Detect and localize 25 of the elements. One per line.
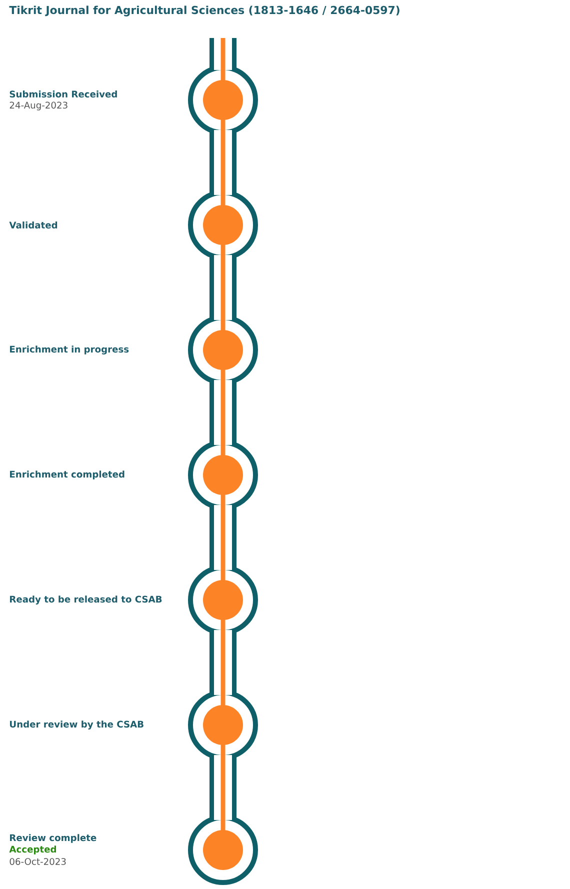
- journal-title: Tikrit Journal for Agricultural Sciences (1813-1646 / 2664-0597): [9, 6, 400, 16]
- date-label: 06-Oct-2023: [10, 858, 66, 865]
- milestone-marker: [188, 65, 258, 135]
- track-line: [210, 505, 236, 570]
- milestone-marker: [188, 815, 258, 885]
- track-line: [210, 630, 236, 695]
- track-line: [210, 380, 236, 445]
- track-line: [210, 255, 236, 320]
- track-line: [210, 130, 236, 195]
- stage-label: Ready to be released to CSAB: [10, 596, 162, 604]
- track-line: [210, 38, 236, 70]
- milestone-marker: [188, 440, 258, 510]
- stage-label: Submission Received: [10, 90, 117, 98]
- stage-label: Under review by the CSAB: [10, 720, 144, 730]
- milestone-marker: [188, 190, 258, 260]
- status-label: Accepted: [9, 846, 56, 854]
- milestone-marker: [188, 315, 258, 385]
- date-label: 24-Aug-2023: [10, 102, 68, 110]
- milestone-marker: [188, 565, 258, 635]
- milestone-marker: [188, 690, 258, 760]
- track-line: [210, 755, 236, 820]
- stage-label: Enrichment in progress: [10, 346, 129, 354]
- stage-label: Enrichment completed: [10, 470, 124, 480]
- stage-label: Review complete: [10, 834, 96, 843]
- stage-label: Validated: [9, 222, 58, 229]
